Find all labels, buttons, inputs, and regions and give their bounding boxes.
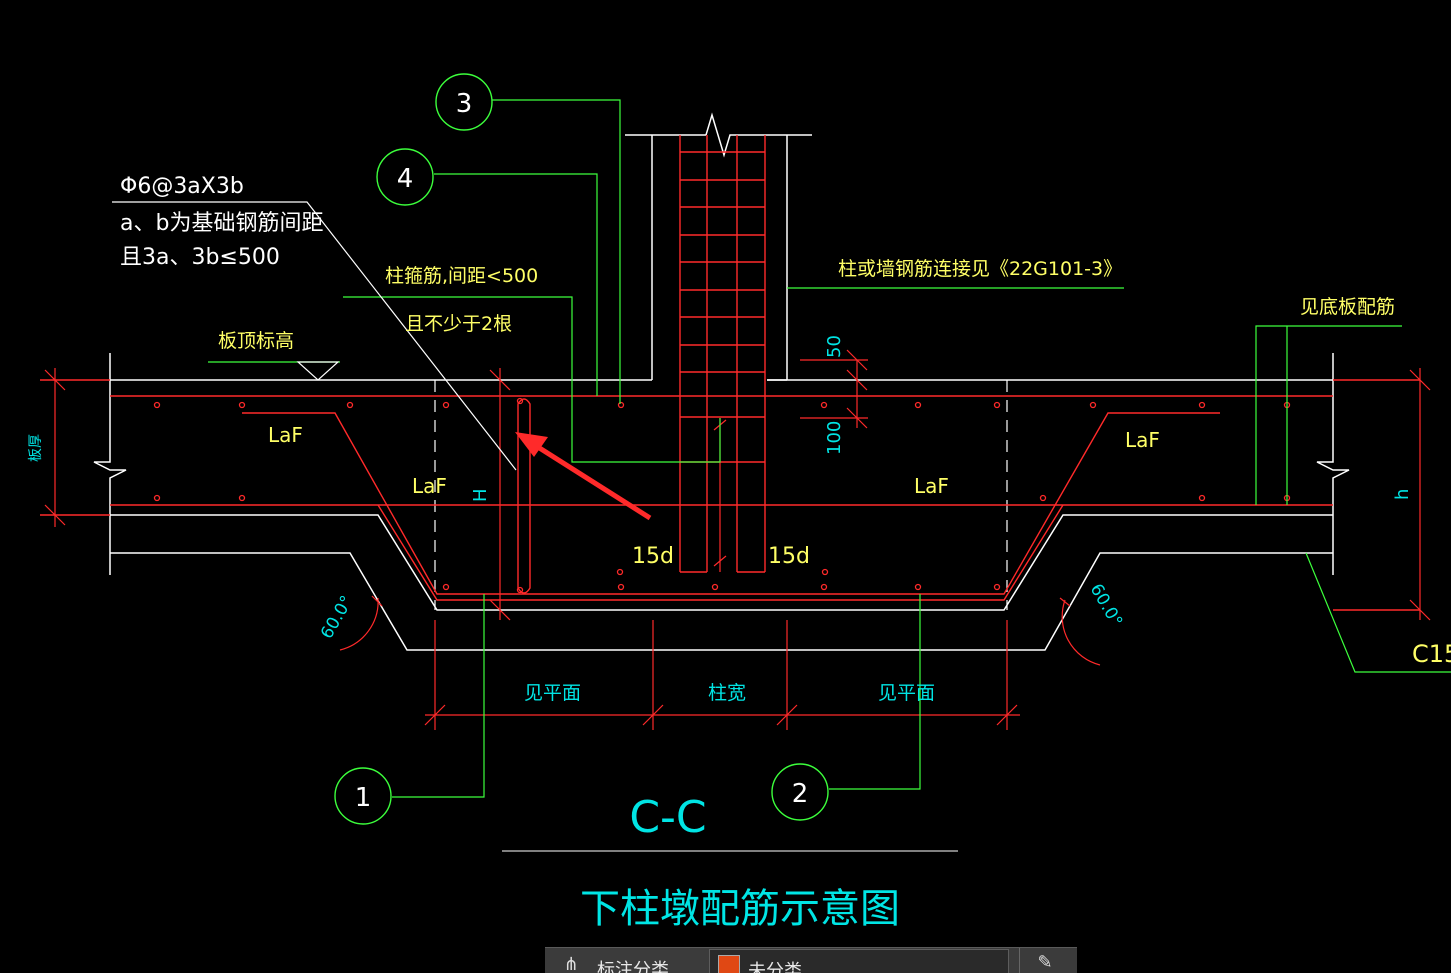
section-title: 下柱墩配筋示意图 bbox=[580, 886, 900, 932]
leader-lines bbox=[208, 99, 1451, 798]
callout-4: 4 bbox=[397, 164, 414, 194]
dim-H: H bbox=[470, 488, 491, 502]
stirrup-note-2: 且3a、3b≤500 bbox=[120, 245, 280, 270]
callout-1: 1 bbox=[355, 783, 372, 813]
column-connection-note: 柱或墙钢筋连接见《22G101-3》 bbox=[838, 258, 1122, 280]
laf-left-top: LaF bbox=[268, 423, 303, 447]
dim-h: h bbox=[1392, 489, 1413, 500]
pier-bound-lines bbox=[434, 380, 1008, 610]
section-drawing: 3 4 1 2 Φ6@3aX3b a、b为基础钢筋间距 且3a、3b≤500 柱… bbox=[28, 73, 1451, 932]
elevation-marker bbox=[296, 361, 340, 381]
layers-icon[interactable]: ⋔ bbox=[563, 954, 579, 973]
category-selected-value: 未分类 bbox=[748, 961, 802, 973]
callout-circles bbox=[334, 73, 829, 825]
dimension-lines bbox=[44, 349, 1431, 730]
column-stirrup-note-1: 柱箍筋,间距<500 bbox=[385, 265, 538, 287]
angle-right: 60.0° bbox=[1086, 581, 1127, 631]
dim-100: 100 bbox=[824, 421, 845, 455]
stirrup-note-1: a、b为基础钢筋间距 bbox=[120, 211, 323, 236]
toolbar-divider bbox=[1019, 948, 1020, 973]
see-plan-left: 见平面 bbox=[524, 682, 581, 704]
angle-left: 60.0° bbox=[317, 592, 358, 642]
highlight-arrow bbox=[515, 432, 652, 521]
anchor-15d-right: 15d bbox=[768, 544, 810, 569]
column-stirrup-note-2: 且不少于2根 bbox=[405, 313, 512, 335]
concrete-grade: C15 bbox=[1412, 640, 1451, 668]
see-plan-right: 见平面 bbox=[878, 682, 935, 704]
laf-left-mid: LaF bbox=[412, 474, 447, 498]
concrete-outline bbox=[93, 112, 1350, 651]
callout-3: 3 bbox=[456, 89, 473, 119]
slab-top-elevation: 板顶标高 bbox=[218, 330, 294, 352]
column-width-label: 柱宽 bbox=[708, 682, 746, 704]
stirrup-leader bbox=[112, 201, 517, 471]
anchor-15d-left: 15d bbox=[632, 544, 674, 569]
laf-right-top: LaF bbox=[1125, 428, 1160, 452]
slab-thickness-label: 板厚 bbox=[28, 434, 44, 462]
edit-icon[interactable]: ✎ bbox=[1037, 952, 1053, 973]
annotation-toolbar: ⋔ 标注分类 未分类 ✎ bbox=[545, 947, 1077, 973]
laf-right-mid: LaF bbox=[914, 474, 949, 498]
dim-50: 50 bbox=[824, 335, 845, 358]
section-label: C-C bbox=[629, 792, 706, 843]
rebar-dots bbox=[153, 397, 1291, 594]
see-bottom-rebar: 见底板配筋 bbox=[1300, 296, 1395, 318]
category-color-swatch bbox=[718, 955, 740, 973]
rebar-group bbox=[40, 135, 1420, 611]
stirrup-spec: Φ6@3aX3b bbox=[120, 174, 244, 199]
toolbar-category-label: 标注分类 bbox=[597, 960, 669, 973]
callout-2: 2 bbox=[792, 779, 809, 809]
category-select[interactable]: 未分类 bbox=[709, 949, 1009, 973]
